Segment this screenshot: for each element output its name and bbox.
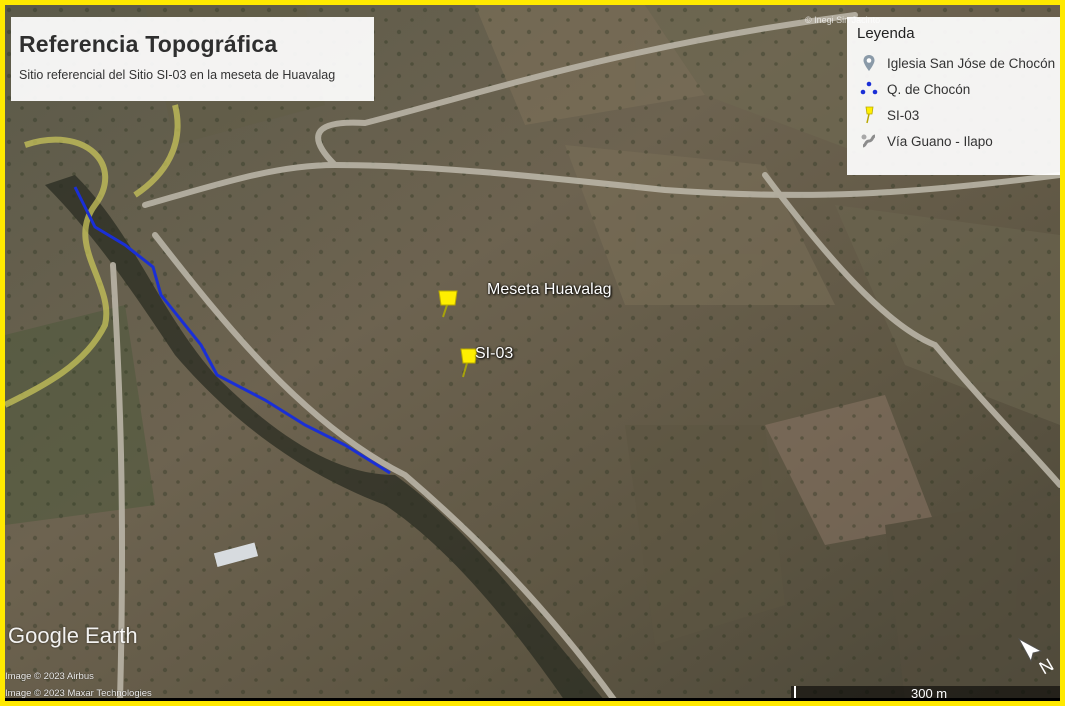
road-icon	[857, 131, 881, 151]
meseta-label: Meseta Huavalag	[487, 281, 612, 298]
site-label: SI-03	[475, 345, 514, 362]
svg-text:N: N	[1036, 655, 1057, 677]
legend-item-stream: Q. de Chocón	[857, 76, 1060, 102]
stream-dots-icon	[857, 79, 881, 99]
legend-title: Leyenda	[857, 25, 915, 42]
legend-item-road: Vía Guano - Ilapo	[857, 128, 1060, 154]
legend-item-church: Iglesia San Jóse de Chocón	[857, 50, 1060, 76]
scale-tick	[794, 686, 796, 701]
page-subtitle: Sitio referencial del Sitio SI-03 en la …	[19, 68, 336, 82]
copyright-airbus: Image © 2023 Airbus	[5, 671, 94, 682]
legend-label-road: Vía Guano - Ilapo	[887, 133, 993, 149]
legend-label-church: Iglesia San Jóse de Chocón	[887, 55, 1056, 71]
top-credit: © Inegi Sin Jacinto	[805, 15, 881, 25]
legend-item-site: SI-03	[857, 102, 1060, 128]
copyright-maxar: Image © 2023 Maxar Technologies	[5, 688, 152, 699]
pin-meseta	[438, 290, 458, 318]
church-pin-icon	[857, 53, 881, 73]
legend-label-stream: Q. de Chocón	[887, 81, 971, 97]
legend-panel: Leyenda Iglesia San Jóse de Chocón Q. de…	[847, 17, 1060, 175]
scale-bar: 300 m	[791, 686, 1060, 701]
yellow-pushpin-icon	[857, 105, 881, 125]
google-earth-logo: Google Earth	[8, 623, 138, 648]
north-arrow-icon[interactable]: N	[1015, 633, 1059, 677]
pin-si03	[460, 348, 478, 378]
page-title: Referencia Topográfica	[19, 31, 278, 57]
title-box: Referencia Topográfica Sitio referencial…	[11, 17, 374, 101]
scale-label: 300 m	[911, 686, 948, 701]
legend-label-site: SI-03	[887, 107, 920, 123]
